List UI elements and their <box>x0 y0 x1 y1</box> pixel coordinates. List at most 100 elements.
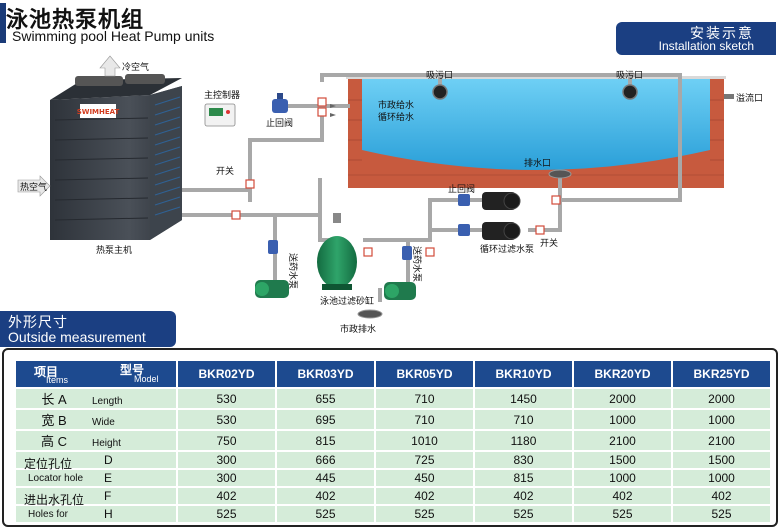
row-label-en: Wide <box>92 417 115 428</box>
row-label-letter: H <box>104 507 113 521</box>
table-cell: 1000 <box>673 410 770 429</box>
circulation-pump-lower: 循环过滤水泵 <box>458 222 534 255</box>
main-controller: 主控制器 <box>204 89 240 127</box>
table-cell: 525 <box>178 506 275 522</box>
table-cell: 450 <box>376 470 473 486</box>
page-title: 泳池热泵机组 <box>6 8 145 33</box>
table-cell: 1180 <box>475 431 572 450</box>
overflow-label: 溢流口 <box>736 92 763 104</box>
brand-logo: SWIMHEAT <box>77 108 120 116</box>
table-cell: 725 <box>376 452 473 468</box>
model-header: BKR02YD <box>178 361 275 387</box>
outside-measurement-badge: 外形尺寸 Outside measurement <box>0 311 176 347</box>
model-header: BKR10YD <box>475 361 572 387</box>
sand-filter-label: 泳池过滤砂缸 <box>320 295 374 307</box>
holes-group-en: Holes for <box>28 509 69 520</box>
installation-sketch-en: Installation sketch <box>658 39 754 53</box>
brand-plate <box>80 104 116 118</box>
table-cell: 402 <box>673 488 770 504</box>
city-drain-label: 市政排水 <box>340 323 376 335</box>
page-subtitle: Swimming pool Heat Pump units <box>12 28 215 44</box>
table-cell: 525 <box>475 506 572 522</box>
heat-pump-unit: SWIMHEAT <box>50 74 182 240</box>
table-cell: 402 <box>178 488 275 504</box>
table-cell: 710 <box>475 410 572 429</box>
heat-pump-label: 热泵主机 <box>96 244 132 256</box>
table-cell: 525 <box>277 506 374 522</box>
model-header: BKR05YD <box>376 361 473 387</box>
table-cell: 1500 <box>574 452 671 468</box>
hot-air-arrow: 热空气 <box>17 175 51 197</box>
row-label-letter: E <box>104 471 113 485</box>
table-cell: 710 <box>376 410 473 429</box>
fan-top-left <box>75 76 123 86</box>
controller-label: 主控制器 <box>204 89 240 101</box>
booster-right-label: 送药水泵 <box>411 246 423 282</box>
table-cell: 1450 <box>475 389 572 408</box>
table-cell: 525 <box>673 506 770 522</box>
table-cell: 815 <box>475 470 572 486</box>
cold-air-label: 冷空气 <box>122 61 149 73</box>
table-cell: 300 <box>178 452 275 468</box>
table-cell: 1000 <box>574 470 671 486</box>
table-cell: 402 <box>475 488 572 504</box>
switch-left-label: 开关 <box>216 165 234 177</box>
items-model-header: 项目 Items 型号 Model <box>16 361 176 387</box>
spec-table: 项目 Items 型号 Model BKR02YD BKR03YD BKR05Y… <box>14 359 772 524</box>
table-cell: 710 <box>376 389 473 408</box>
row-label-cn: 长 A <box>41 392 67 407</box>
table-cell: 402 <box>277 488 374 504</box>
table-cell: 695 <box>277 410 374 429</box>
row-label: Holes for H <box>16 506 176 522</box>
suction-port-right: 吸污口 <box>616 69 643 100</box>
installation-sketch-cn: 安装示意 <box>690 26 754 42</box>
row-label-letter: D <box>104 453 113 467</box>
spec-table-frame: 项目 Items 型号 Model BKR02YD BKR03YD BKR05Y… <box>2 348 778 527</box>
table-cell: 525 <box>376 506 473 522</box>
booster-pump-right: 送药水泵 <box>384 246 423 300</box>
circ-filter-pump-label: 循环过滤水泵 <box>480 243 534 255</box>
outside-measurement-en: Outside measurement <box>8 329 146 345</box>
locator-group-cn: 定位孔位 <box>24 457 73 471</box>
check-valve-right-label: 止回阀 <box>448 183 475 195</box>
table-cell: 1000 <box>673 470 770 486</box>
switch-right-label: 开关 <box>540 237 558 249</box>
table-header-row: 项目 Items 型号 Model BKR02YD BKR03YD BKR05Y… <box>16 361 770 387</box>
table-cell: 2000 <box>673 389 770 408</box>
outside-measurement-cn: 外形尺寸 <box>8 315 68 331</box>
swimming-pool <box>346 76 726 188</box>
table-cell: 830 <box>475 452 572 468</box>
table-cell: 1010 <box>376 431 473 450</box>
title-accent-bar <box>0 3 6 43</box>
row-label-letter: F <box>104 489 112 503</box>
model-cn: 型号 <box>120 363 145 377</box>
row-label: Locator hole E <box>16 470 176 486</box>
items-en: Items <box>46 375 69 385</box>
locator-group-en: Locator hole <box>28 473 84 484</box>
model-en: Model <box>134 374 159 384</box>
table-cell: 2000 <box>574 389 671 408</box>
drain-label: 排水口 <box>524 157 551 169</box>
check-valve-left: 止回阀 <box>266 93 293 129</box>
table-cell: 530 <box>178 389 275 408</box>
table-cell: 815 <box>277 431 374 450</box>
table-cell: 666 <box>277 452 374 468</box>
model-header: BKR03YD <box>277 361 374 387</box>
row-label-en: Length <box>92 396 123 407</box>
row-label: 定位孔位 D <box>16 452 176 471</box>
row-label-cn: 高 C <box>40 434 67 449</box>
pool-drain: 排水口 <box>524 157 572 179</box>
valve-fittings <box>231 97 561 257</box>
table-cell: 1000 <box>574 410 671 429</box>
table-cell: 402 <box>574 488 671 504</box>
city-supply-label: 市政给水 <box>378 99 414 111</box>
table-row: 定位孔位 D 300 666 725 830 1500 1500 <box>16 452 770 471</box>
table-cell: 525 <box>574 506 671 522</box>
installation-diagram: SWIMHEAT 冷空气 热空气 主控制器 止回阀 市政给水 循环给水 吸污口 <box>17 55 763 335</box>
table-cell: 1500 <box>673 452 770 468</box>
booster-pump-left: 送药水泵 <box>255 240 299 298</box>
flow-arrows <box>330 104 336 117</box>
